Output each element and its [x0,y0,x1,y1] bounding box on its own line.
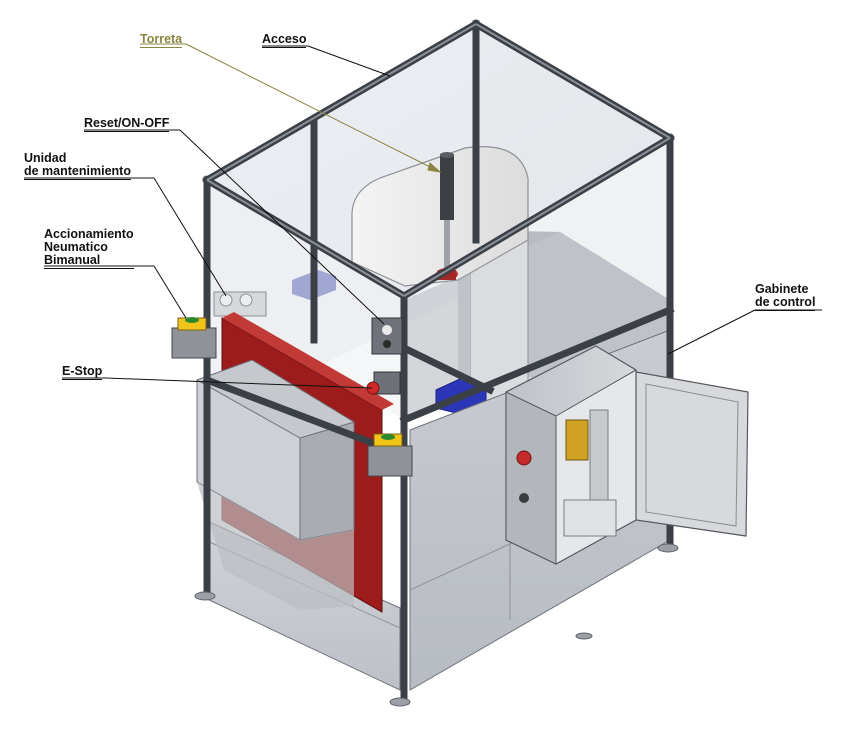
label-acceso: Acceso [262,32,307,48]
label-accionamiento-line-2: Neumatico [44,240,108,254]
label-torreta: Torreta [140,32,183,48]
control-cabinet [505,345,637,565]
label-e-stop: E-Stop [62,364,103,380]
leveling-feet [194,543,679,707]
front-guard-box [196,359,355,610]
label-unidad-mantenimiento: Unidad de mantenimiento [24,152,131,180]
frame-highlights [206,23,671,297]
label-unidad-line-2: de mantenimiento [24,164,131,180]
label-gabinete-control: Gabinete de control [755,282,816,311]
two-hand-station-right [367,433,413,477]
label-accionamiento-bimanual: Accionamiento Neumatico Bimanual [44,228,134,269]
label-reset-on-off: Reset/ON-OFF [84,116,170,132]
label-gabinete-line-2: de control [755,295,816,311]
cabinet-door [635,371,749,537]
label-accionamiento-line-1: Accionamiento [44,227,134,241]
two-hand-station-left [171,317,217,359]
label-gabinete-line-1: Gabinete [755,282,809,296]
maintenance-unit [213,291,267,317]
reset-button-box [371,317,403,355]
leader-lines [24,43,822,389]
label-accionamiento-line-3: Bimanual [44,254,134,269]
label-unidad-line-1: Unidad [24,151,67,165]
e-stop-button [366,371,401,395]
